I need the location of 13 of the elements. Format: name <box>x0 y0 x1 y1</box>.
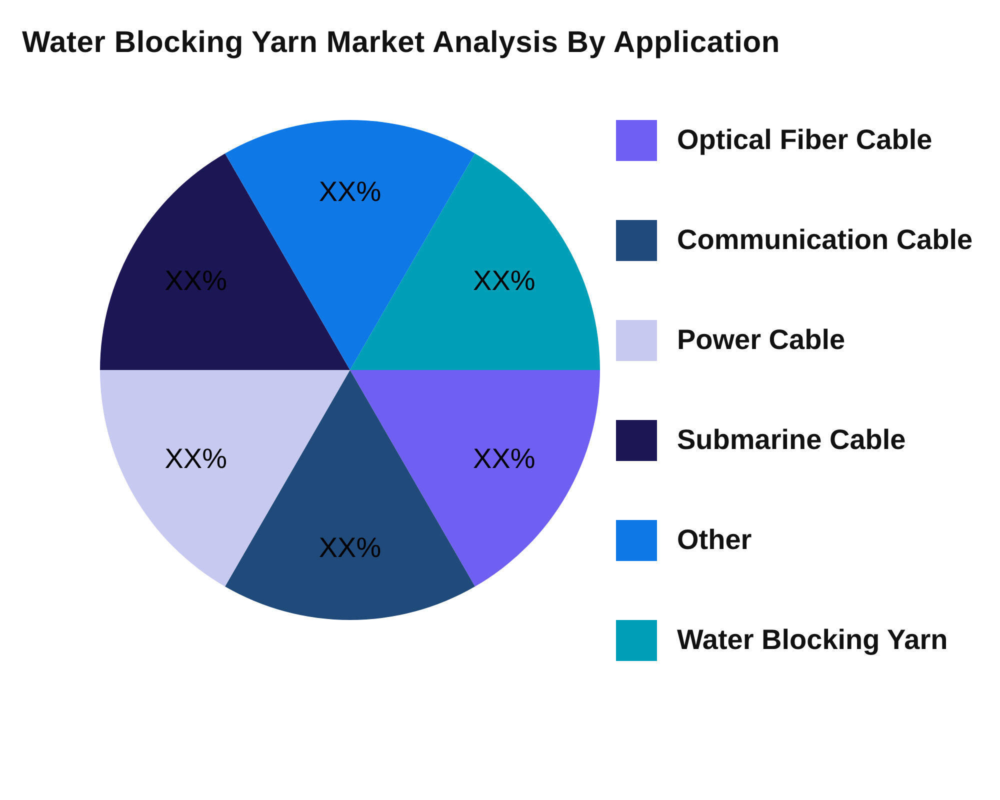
slice-value-label: XX% <box>318 176 382 208</box>
slice-value-label: XX% <box>473 265 536 297</box>
slice-value-label: XX% <box>318 532 382 564</box>
legend-label: Optical Fiber Cable <box>677 124 932 156</box>
legend-label: Submarine Cable <box>677 424 906 456</box>
legend-label: Water Blocking Yarn <box>677 624 948 656</box>
slice-value-label: XX% <box>164 265 227 297</box>
legend-label: Power Cable <box>677 324 846 356</box>
legend-label: Other <box>677 524 752 556</box>
slice-value-label: XX% <box>473 443 536 475</box>
slice-value-label: XX% <box>164 443 227 475</box>
legend-label: Communication Cable <box>677 224 973 256</box>
chart-title: Water Blocking Yarn Market Analysis By Application <box>22 26 780 60</box>
